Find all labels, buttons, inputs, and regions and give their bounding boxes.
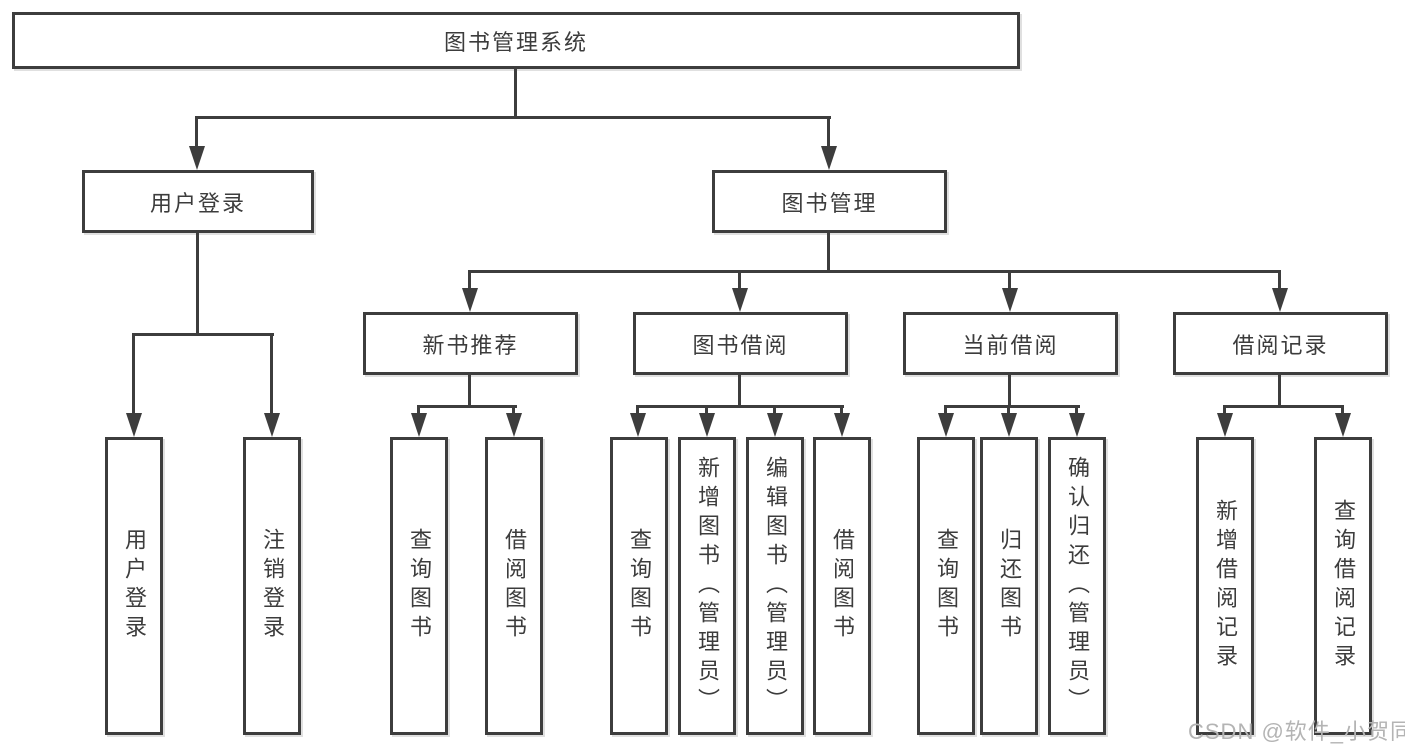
node-library-management-system: 图书管理系统 xyxy=(12,12,1020,69)
node-label: 编辑图书（管理员） xyxy=(763,455,788,717)
connector-line xyxy=(1223,405,1344,408)
connector-line xyxy=(705,405,708,417)
connector-line xyxy=(512,405,515,417)
leaf-add-book-admin: 新增图书（管理员） xyxy=(678,437,736,735)
arrow-down-icon xyxy=(1217,413,1233,437)
arrow-down-icon xyxy=(462,288,478,312)
connector-line xyxy=(468,270,471,292)
node-user-login: 用户登录 xyxy=(82,170,314,233)
node-label: 注销登录 xyxy=(260,528,285,644)
node-label: 新增图书（管理员） xyxy=(695,455,720,717)
leaf-edit-book-admin: 编辑图书（管理员） xyxy=(746,437,804,735)
arrow-down-icon xyxy=(834,413,850,437)
node-label: 借阅图书 xyxy=(502,528,527,644)
node-label: 查询图书 xyxy=(934,528,959,644)
connector-line xyxy=(132,333,135,417)
arrow-down-icon xyxy=(1335,413,1351,437)
connector-line xyxy=(1008,270,1011,292)
connector-line xyxy=(1223,405,1226,417)
connector-line xyxy=(514,69,517,118)
node-label: 图书管理系统 xyxy=(443,29,588,55)
leaf-borrow-book: 借阅图书 xyxy=(813,437,871,735)
arrow-down-icon xyxy=(630,413,646,437)
connector-line xyxy=(840,405,843,417)
node-label: 归还图书 xyxy=(997,528,1022,644)
arrow-down-icon xyxy=(126,413,142,437)
node-label: 查询借阅记录 xyxy=(1331,499,1356,673)
connector-line xyxy=(196,233,199,336)
node-label: 新增借阅记录 xyxy=(1213,499,1238,673)
leaf-query-book-current: 查询图书 xyxy=(917,437,975,735)
arrow-down-icon xyxy=(821,146,837,170)
arrow-down-icon xyxy=(938,413,954,437)
node-borrow-record: 借阅记录 xyxy=(1173,312,1388,375)
connector-line xyxy=(636,405,639,417)
connector-line xyxy=(1008,375,1011,408)
connector-line xyxy=(468,375,471,408)
leaf-query-book-borrow: 查询图书 xyxy=(610,437,668,735)
node-label: 用户登录 xyxy=(149,190,246,216)
node-label: 借阅记录 xyxy=(1232,332,1329,358)
connector-line xyxy=(1341,405,1344,417)
arrow-down-icon xyxy=(732,288,748,312)
connector-line xyxy=(738,375,741,408)
connector-line xyxy=(270,333,273,417)
leaf-query-borrow-record: 查询借阅记录 xyxy=(1314,437,1372,735)
leaf-confirm-return-admin: 确认归还（管理员） xyxy=(1048,437,1106,735)
node-label: 图书管理 xyxy=(781,190,878,216)
leaf-user-login: 用户登录 xyxy=(105,437,163,735)
connector-line xyxy=(132,333,274,336)
connector-line xyxy=(417,405,420,417)
node-label: 查询图书 xyxy=(627,528,652,644)
node-label: 当前借阅 xyxy=(962,332,1059,358)
connector-line xyxy=(944,405,1080,408)
node-label: 查询图书 xyxy=(407,528,432,644)
arrow-down-icon xyxy=(699,413,715,437)
node-label: 借阅图书 xyxy=(830,528,855,644)
csdn-watermark: CSDN @软件_小贺同学 xyxy=(1188,719,1405,744)
node-book-borrow: 图书借阅 xyxy=(633,312,848,375)
node-label: 新书推荐 xyxy=(422,332,519,358)
connector-line xyxy=(1278,375,1281,408)
connector-line xyxy=(1278,270,1281,292)
arrow-down-icon xyxy=(264,413,280,437)
arrow-down-icon xyxy=(1272,288,1288,312)
node-label: 用户登录 xyxy=(122,528,147,644)
arrow-down-icon xyxy=(411,413,427,437)
connector-line xyxy=(738,270,741,292)
connector-line xyxy=(944,405,947,417)
arrow-down-icon xyxy=(1002,288,1018,312)
arrow-down-icon xyxy=(1069,413,1085,437)
connector-line xyxy=(636,405,844,408)
leaf-query-book-recommend: 查询图书 xyxy=(390,437,448,735)
node-current-borrow: 当前借阅 xyxy=(903,312,1118,375)
connector-line xyxy=(195,116,198,150)
connector-line xyxy=(1075,405,1078,417)
arrow-down-icon xyxy=(1001,413,1017,437)
connector-line xyxy=(195,116,831,119)
connector-line xyxy=(773,405,776,417)
connector-line xyxy=(827,233,830,273)
arrow-down-icon xyxy=(189,146,205,170)
leaf-logout: 注销登录 xyxy=(243,437,301,735)
connector-line xyxy=(827,116,830,150)
node-label: 确认归还（管理员） xyxy=(1065,455,1090,717)
node-book-management: 图书管理 xyxy=(712,170,947,233)
leaf-return-book: 归还图书 xyxy=(980,437,1038,735)
connector-line xyxy=(1007,405,1010,417)
node-new-book-recommend: 新书推荐 xyxy=(363,312,578,375)
connector-line xyxy=(417,405,517,408)
leaf-add-borrow-record: 新增借阅记录 xyxy=(1196,437,1254,735)
arrow-down-icon xyxy=(506,413,522,437)
arrow-down-icon xyxy=(767,413,783,437)
node-label: 图书借阅 xyxy=(692,332,789,358)
leaf-borrow-book-recommend: 借阅图书 xyxy=(485,437,543,735)
connector-line xyxy=(468,270,1281,273)
